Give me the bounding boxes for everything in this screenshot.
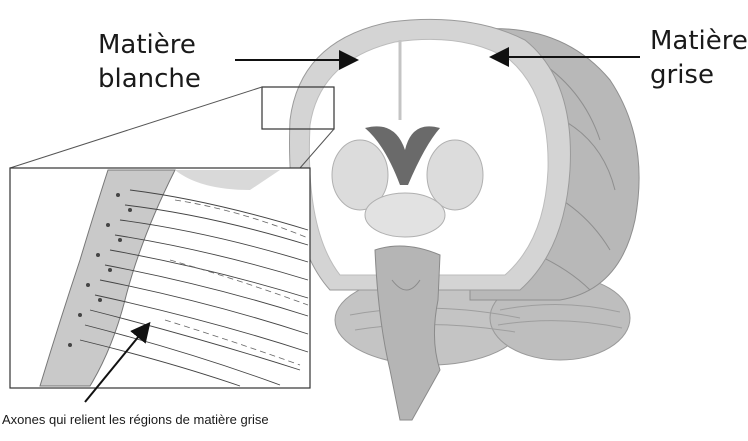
white-matter-label-line2: blanche (98, 62, 201, 96)
brainstem (375, 246, 440, 420)
inset-axons (10, 168, 310, 388)
grey-matter-label-line2: grise (650, 58, 714, 92)
grey-matter-label-line1: Matière (650, 24, 748, 58)
white-matter-label-line1: Matière (98, 28, 196, 62)
axons-caption: Axones qui relient les régions de matièr… (2, 412, 269, 428)
